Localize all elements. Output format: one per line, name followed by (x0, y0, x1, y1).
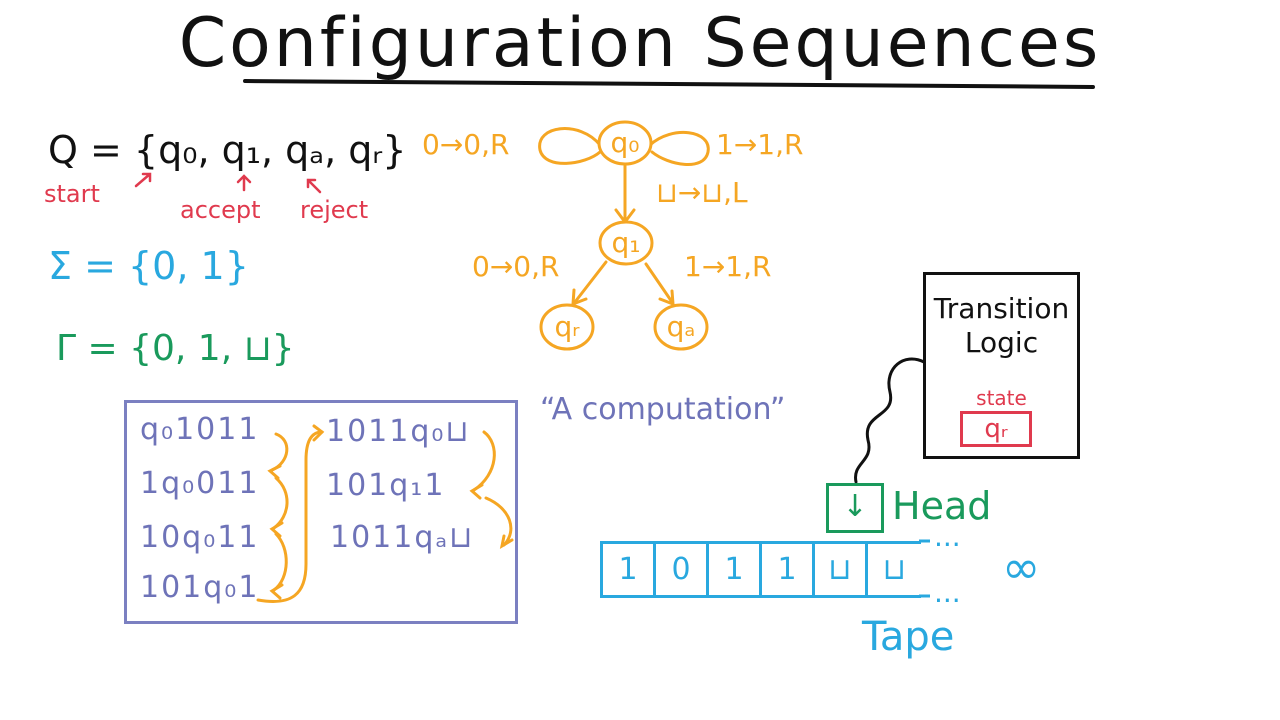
tape-label: Tape (862, 614, 955, 660)
transition-logic-title-1: Transition (933, 292, 1070, 325)
start-label: start (44, 180, 100, 208)
tape: 1 0 1 1 ⊔ ⊔ (600, 541, 921, 598)
config-5: 1011q₀⊔ (326, 414, 471, 449)
infinity-symbol: ∞ (1002, 540, 1041, 594)
state-q0-circle (597, 120, 653, 166)
tape-cell: 1 (603, 544, 656, 595)
computation-label: “A computation” (540, 392, 786, 427)
q0-loop-right-label: 1→1,R (716, 128, 804, 161)
accept-label: accept (180, 196, 261, 224)
config-4: 101q₀1 (140, 570, 260, 605)
config-7: 1011qₐ⊔ (330, 520, 475, 555)
head-arrow-icon: ↓ (842, 489, 868, 524)
tape-cell: 0 (656, 544, 709, 595)
q0-loop-left-label: 0→0,R (422, 128, 510, 161)
head-label: Head (892, 484, 992, 528)
state-qr: qᵣ (554, 310, 580, 343)
tape-alphabet: Γ = {0, 1, ⊔} (56, 328, 295, 369)
reject-label: reject (300, 196, 369, 224)
config-1: q₀1011 (140, 412, 260, 447)
page-title: Configuration Sequences (178, 4, 1102, 83)
state-q0: q₀ (610, 126, 640, 159)
head-box: ↓ (826, 483, 884, 533)
current-state: qᵣ (960, 411, 1032, 447)
state-label: state (976, 386, 1027, 410)
tape-ellipsis-top: ... (934, 520, 961, 553)
states-set: Q = {q₀, q₁, qₐ, qᵣ} (48, 128, 407, 172)
state-q1-circle (598, 220, 654, 266)
state-q1: q₁ (611, 226, 641, 259)
tape-ellipsis-bottom: ... (934, 576, 961, 609)
tape-cell: ⊔ (815, 544, 868, 595)
state-qr-circle (539, 303, 595, 351)
state-qa: qₐ (666, 310, 696, 343)
tape-cell: 1 (762, 544, 815, 595)
config-2: 1q₀011 (140, 466, 260, 501)
config-6: 101q₁1 (326, 468, 446, 503)
transition-logic-box (923, 272, 1080, 459)
q1-to-qa-label: 1→1,R (684, 250, 772, 283)
state-qa-circle (653, 303, 709, 351)
computation-box (124, 400, 518, 624)
q0-to-q1-label: ⊔→⊔,L (656, 176, 748, 209)
tape-cell: ⊔ (882, 552, 907, 587)
tape-cell: 1 (709, 544, 762, 595)
q1-to-qr-label: 0→0,R (472, 250, 560, 283)
input-alphabet: Σ = {0, 1} (48, 244, 249, 288)
transition-logic-title-2: Logic (964, 326, 1039, 359)
config-3: 10q₀11 (140, 520, 260, 555)
